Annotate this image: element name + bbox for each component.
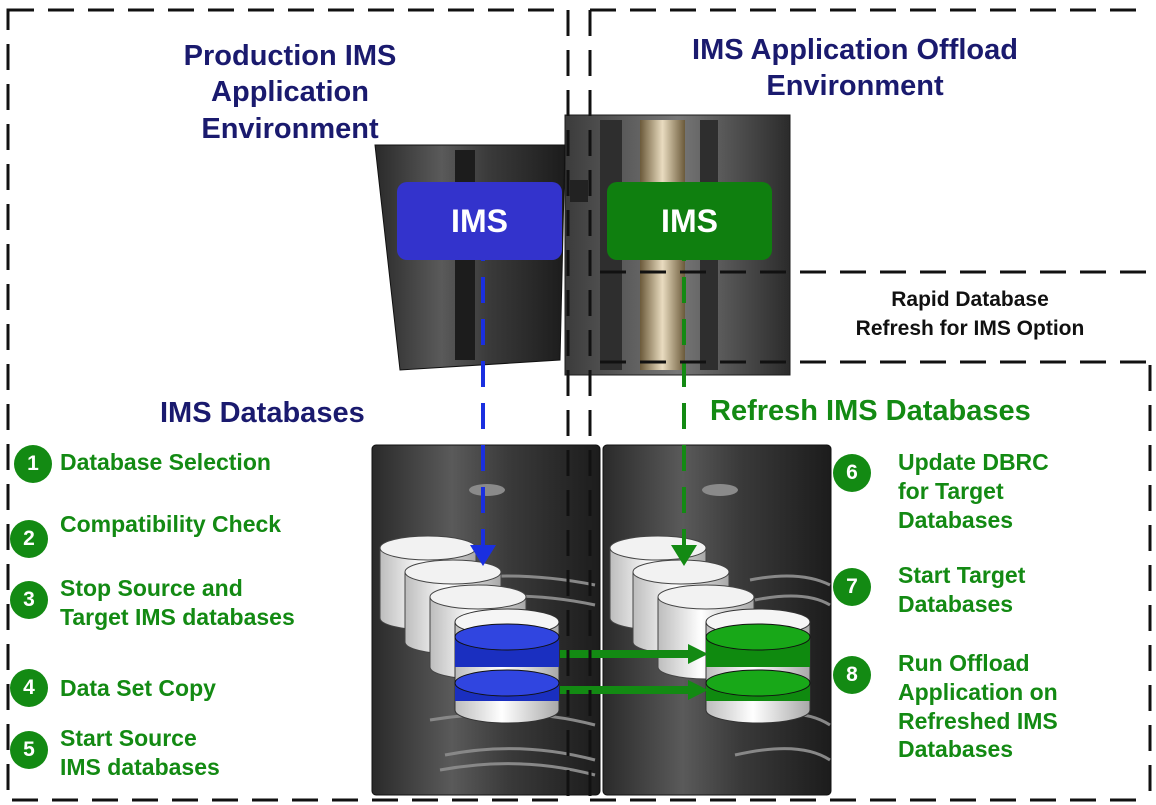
offload-env-title-line2: Environment <box>766 70 944 103</box>
ims-databases-heading: IMS Databases <box>160 397 365 429</box>
source-path-arrowhead <box>470 545 496 566</box>
step-3-line2: Target IMS databases <box>60 603 295 630</box>
step-7-line2: Databases <box>898 590 1014 617</box>
step-6-text: Update DBRC for Target Databases <box>898 448 1049 534</box>
step-6-line1: Update DBRC <box>898 449 1049 475</box>
step-4-badge: 4 <box>10 669 48 707</box>
step-8-text: Run Offload Application on Refreshed IMS… <box>898 649 1058 764</box>
step-8-line3: Refreshed IMS <box>898 707 1058 734</box>
step-5-line2: IMS databases <box>60 753 220 780</box>
offload-env-title: IMS Application Offload Environment <box>655 32 1055 105</box>
offload-env-title-line1: IMS Application Offload <box>692 34 1018 66</box>
copy-arrows <box>560 644 708 700</box>
step-6-line3: Databases <box>898 506 1014 533</box>
step-5-line1: Start Source <box>60 725 197 751</box>
step-1-badge: 1 <box>14 445 52 483</box>
step-6-badge: 6 <box>833 454 871 492</box>
step-2-text: Compatibility Check <box>60 510 281 539</box>
step-8-line2: Application on <box>898 678 1058 705</box>
step-4-line1: Data Set Copy <box>60 675 216 701</box>
step-4-text: Data Set Copy <box>60 674 216 703</box>
production-ims-box: IMS <box>397 182 562 260</box>
target-path-arrowhead <box>671 545 697 566</box>
step-8-line1: Run Offload <box>898 650 1030 676</box>
step-3-badge: 3 <box>10 581 48 619</box>
offload-ims-label: IMS <box>661 202 718 239</box>
step-7-badge: 7 <box>833 568 871 606</box>
step-1-text: Database Selection <box>60 448 271 477</box>
step-3-line1: Stop Source and <box>60 575 243 601</box>
source-database-stack <box>379 535 560 724</box>
environment-boundaries <box>6 8 1152 802</box>
rapid-option-line1: Rapid Database <box>891 288 1049 311</box>
step-7-line1: Start Target <box>898 562 1026 588</box>
step-6-line2: for Target <box>898 477 1004 504</box>
refresh-ims-databases-heading: Refresh IMS Databases <box>710 395 1031 427</box>
offload-ims-box: IMS <box>607 182 772 260</box>
rapid-option-line2: Refresh for IMS Option <box>855 317 1085 341</box>
rapid-refresh-option-label: Rapid Database Refresh for IMS Option <box>800 285 1140 344</box>
production-env-title-line2: Application Environment <box>201 76 379 145</box>
production-env-title: Production IMS Application Environment <box>140 38 440 147</box>
step-5-badge: 5 <box>10 731 48 769</box>
step-3-text: Stop Source and Target IMS databases <box>60 574 295 632</box>
step-8-line4: Databases <box>898 736 1014 763</box>
production-env-title-line1: Production IMS <box>183 40 397 72</box>
production-ims-label: IMS <box>451 202 508 239</box>
step-5-text: Start Source IMS databases <box>60 724 220 782</box>
step-8-badge: 8 <box>833 656 871 694</box>
step-2-badge: 2 <box>10 520 48 558</box>
step-7-text: Start Target Databases <box>898 561 1025 619</box>
target-database-stack <box>609 535 811 724</box>
step-2-line1: Compatibility Check <box>60 511 282 537</box>
step-1-line1: Database Selection <box>60 449 271 475</box>
